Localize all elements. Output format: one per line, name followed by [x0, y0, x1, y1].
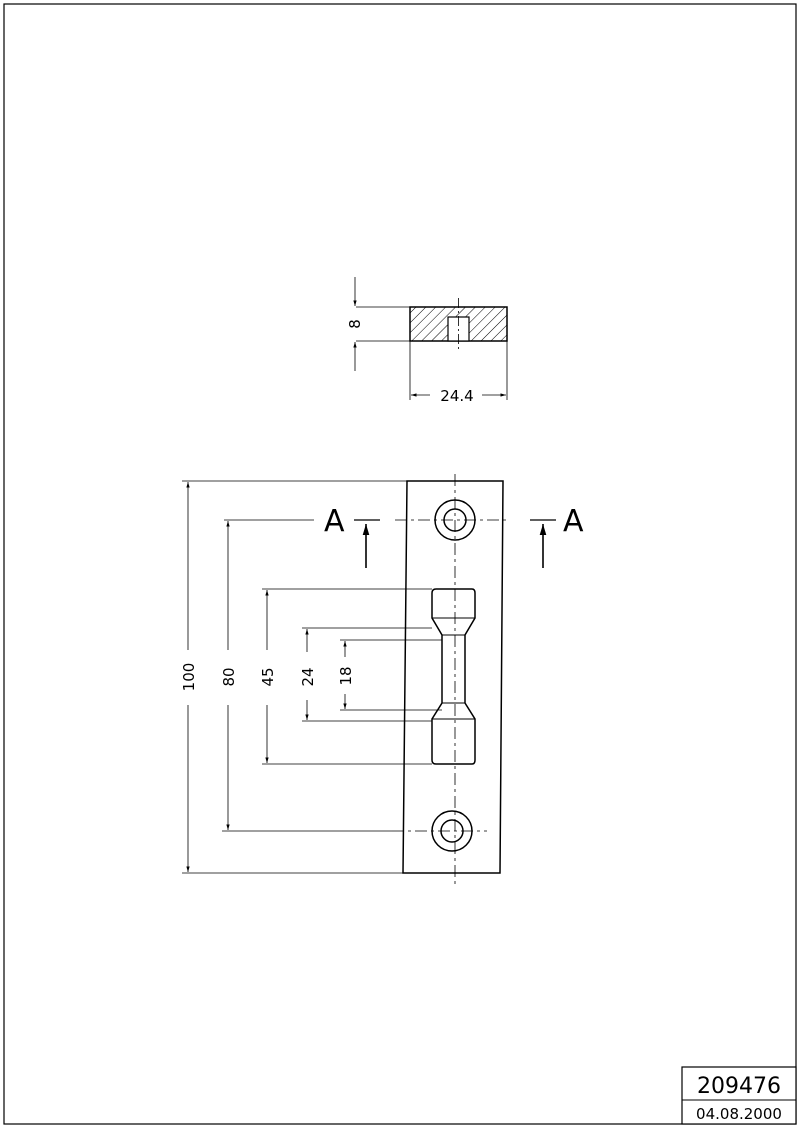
slot-outline — [431, 588, 476, 765]
dim-8-label: 8 — [346, 319, 364, 329]
sheet-border — [3, 3, 797, 1125]
drawing-date: 04.08.2000 — [696, 1105, 782, 1123]
dim-24-label: 24 — [299, 667, 317, 686]
dim-24-4-label: 24.4 — [440, 387, 473, 405]
drawing-number: 209476 — [697, 1074, 781, 1099]
title-block: 209476 04.08.2000 — [681, 1066, 797, 1125]
section-marker-left-label: A — [324, 504, 345, 539]
section-view: 8 24.4 — [346, 277, 508, 405]
dim-18-label: 18 — [337, 666, 355, 685]
dim-80-label: 80 — [220, 667, 238, 686]
title-block-frame — [681, 1066, 797, 1125]
section-marker-right-label: A — [563, 504, 584, 539]
plate-outline — [402, 480, 504, 874]
front-view: A A 100 80 45 24 18 — [180, 474, 584, 884]
dim-45-label: 45 — [259, 667, 277, 686]
dim-100-label: 100 — [180, 663, 198, 692]
